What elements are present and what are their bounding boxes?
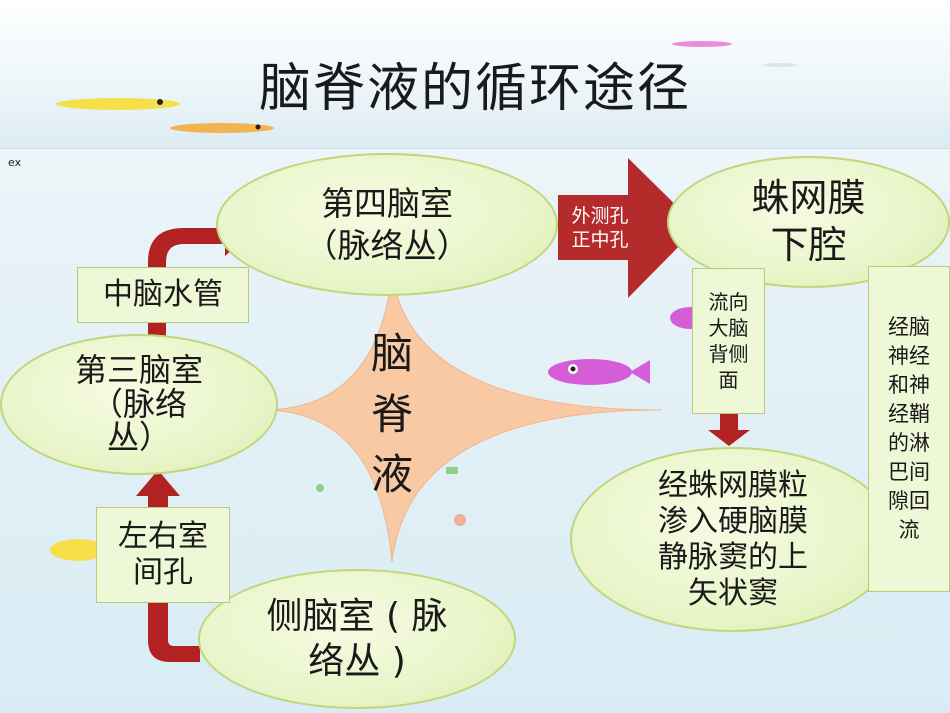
aqueduct-label: 中脑水管 [77,267,249,323]
csf-star-shape [261,271,663,563]
corner-label: ex [8,156,22,169]
third-ventricle-node: 第三脑室 （脉络 丛） [0,334,278,475]
flow-dorsal-label: 流向 大脑 背侧 面 [692,268,765,414]
fish-decoration [56,41,798,133]
title-banner: 脑脊液的循环途径 [0,0,950,149]
lateral-ventricle-node: 侧脑室 ( 脉 络丛 ) [198,569,516,709]
fish-icon [672,41,732,47]
fish-icon [50,539,106,561]
apertures-label: 外测孔 正中孔 [571,205,629,251]
lymph-return-label: 经脑 神经 和神 经鞘 的淋 巴间 隙回 流 [868,266,950,592]
page-title: 脑脊液的循环途径 [258,59,691,119]
fourth-ventricle-node: 第四脑室 （脉络丛） [216,153,558,296]
arrow-to-granulation [708,412,750,446]
fish-icon [548,359,650,385]
csf-center-label: 脑 脊 液 [370,328,413,500]
interventricular-foramen-label: 左右室 间孔 [96,507,230,603]
granulation-node: 经蛛网膜粒 渗入硬脑膜 静脉窦的上 矢状窦 [570,447,896,632]
arrow-to-subarachnoid [558,158,698,298]
fish-icon [56,98,180,110]
fish-icon [170,123,274,133]
